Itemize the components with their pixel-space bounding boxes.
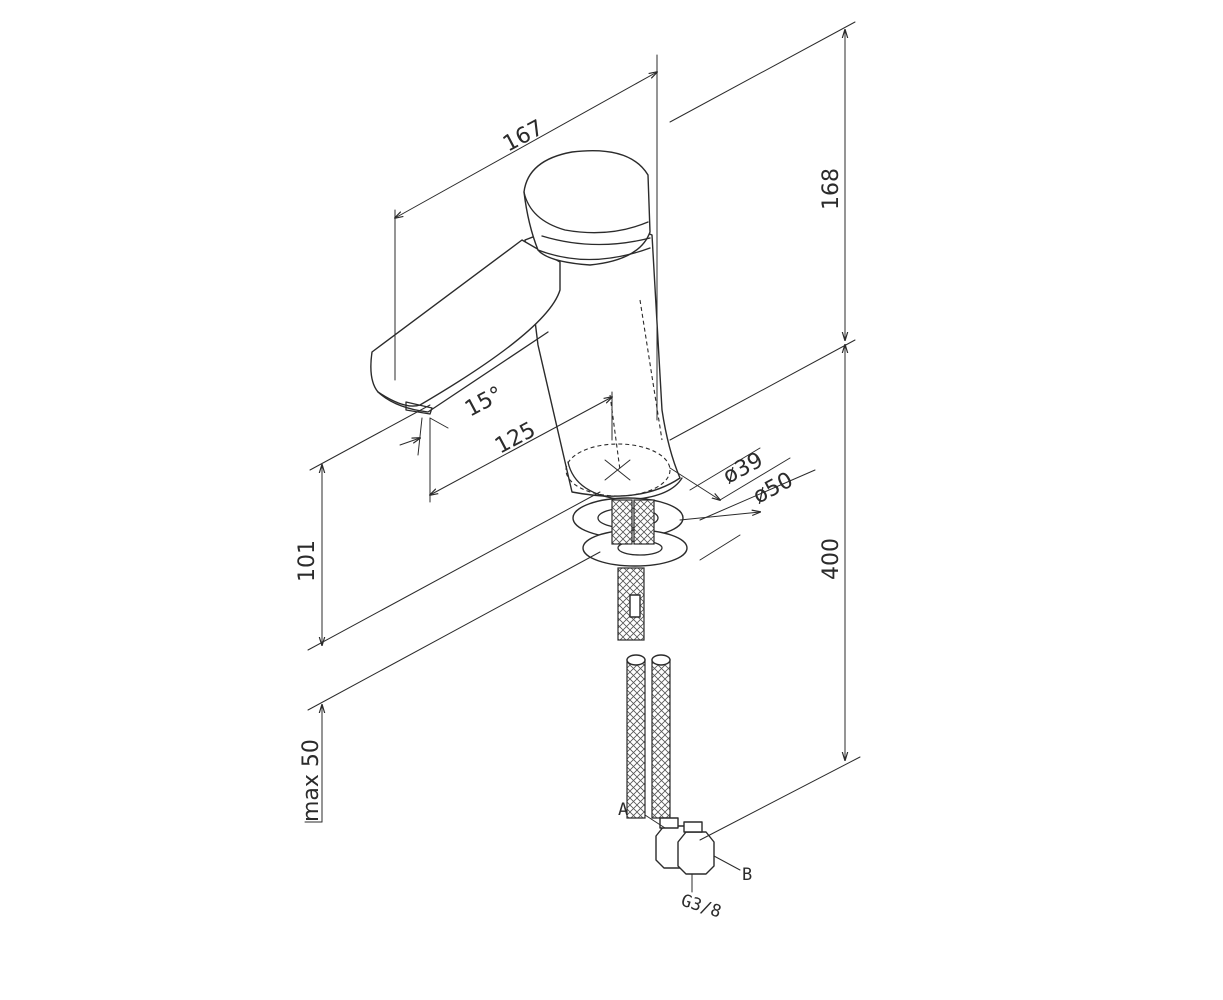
faucet-body	[370, 149, 683, 501]
dim-angle: 15°	[461, 382, 507, 422]
dim-125: 125	[491, 418, 540, 460]
label-hose-b: B	[742, 865, 752, 885]
dim-400: 400	[819, 538, 844, 580]
label-thread: G3/8	[678, 891, 723, 923]
fixing-set	[572, 497, 715, 875]
dim-101: 101	[295, 540, 320, 582]
dim-max-50: max 50	[299, 739, 324, 822]
dim-167: 167	[499, 116, 548, 158]
dimension-lines	[304, 21, 861, 893]
dim-168: 168	[819, 168, 844, 210]
label-hose-a: A	[618, 800, 628, 820]
